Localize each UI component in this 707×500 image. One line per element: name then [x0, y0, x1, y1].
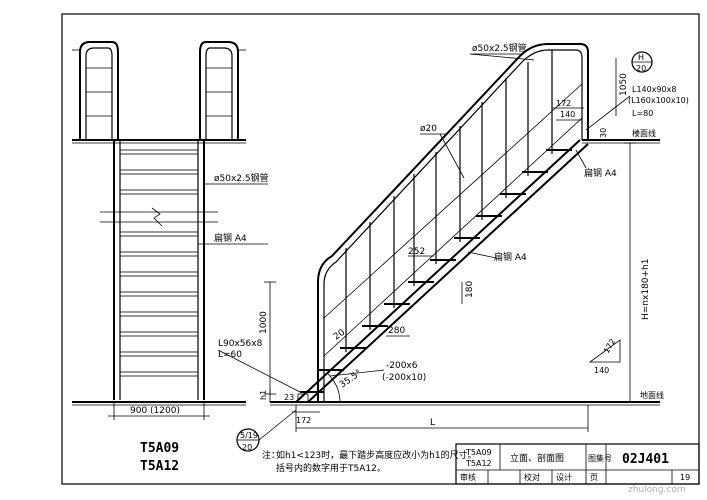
detail-bottom-1: 5/19: [240, 431, 258, 440]
notes-line-1: 如h1<123时，最下踏步高度应改小为h1的尺寸。: [276, 449, 477, 461]
h1-label: h1: [259, 390, 268, 400]
right-treads: [300, 149, 572, 393]
right-balusters: [345, 50, 553, 352]
bottom-172: 172: [296, 416, 311, 425]
left-ladder-view: 900 (1200) ø50x2.5钢管 扁钢 A4 T5A09 T5A12: [72, 41, 269, 474]
flat-steel-a4: 扁钢 A4: [494, 251, 527, 263]
tb-atlas-number: 02J401: [622, 452, 669, 467]
flat-plate-l1: -200x6: [386, 361, 418, 371]
tb-code-1: T5A09: [465, 448, 492, 457]
handrail-pipe-label: ø50x2.5钢管: [472, 42, 527, 54]
tb-atlas-label: 图集号: [588, 453, 612, 463]
floor-top-label: 楼面线: [632, 128, 656, 138]
top-172: 172: [556, 99, 571, 108]
slope-140: 140: [594, 366, 609, 375]
left-code-2: T5A12: [140, 459, 179, 474]
dim-20: 20: [332, 328, 347, 343]
top-angle-l2: (L160x100x10): [628, 96, 689, 105]
notes-prefix: 注：: [262, 449, 280, 461]
flat-steel-a4-right: 扁钢 A4: [584, 167, 617, 179]
sheet-border: [61, 13, 700, 485]
tb-code-2: T5A12: [465, 459, 492, 468]
left-code-1: T5A09: [140, 441, 179, 456]
length-L: L: [430, 418, 435, 428]
detail-bottom-2: 20: [242, 443, 252, 452]
top-angle-l1: L140x90x8: [632, 85, 676, 94]
detail-top-2: 20: [636, 64, 646, 73]
top-1050: 1050: [619, 73, 629, 96]
tb-sig-3: 设计: [556, 472, 572, 482]
top-30: 30: [599, 128, 608, 138]
watermark: zhulong.com: [628, 485, 686, 495]
tb-sig-1: 审核: [460, 472, 476, 482]
left-flat-steel-label: 扁钢 A4: [214, 232, 247, 244]
title-block: T5A09 T5A12 立面、剖面图 图集号 02J401 审核 校对 设计 页…: [455, 443, 700, 485]
tb-page-label: 页: [590, 473, 598, 482]
top-140: 140: [560, 110, 575, 119]
going-label: 280: [388, 326, 405, 336]
flat-plate-l2: (-200x10): [382, 373, 426, 383]
top-angle-l3: L=80: [632, 109, 653, 118]
detail-top-1: H: [638, 53, 644, 62]
tb-page-number: 19: [680, 473, 690, 482]
bottom-angle-l2: L=60: [218, 350, 242, 360]
left-pipe-label: ø50x2.5钢管: [214, 172, 269, 184]
floor-bottom-label: 地面线: [640, 390, 664, 400]
bar-label: ø20: [420, 124, 437, 134]
bottom-angle-l1: L90x56x8: [218, 339, 263, 349]
notes-line-2: 括号内的数字用于T5A12。: [276, 462, 386, 474]
tb-title: 立面、剖面图: [510, 452, 564, 464]
dim-23: 23: [284, 393, 294, 402]
right-stair-section: 楼面线 地面线: [217, 42, 689, 452]
tread-width: 252: [408, 247, 425, 257]
left-width-label: 900 (1200): [130, 406, 180, 416]
slope-172: 172: [602, 337, 617, 355]
riser-height: 180: [465, 281, 475, 298]
height-formula: H=nx180+h1: [641, 259, 651, 321]
notes: 注： 如h1<123时，最下踏步高度应改小为h1的尺寸。 括号内的数字用于T5A…: [262, 449, 477, 474]
rail-height: 1000: [259, 311, 269, 334]
left-treads: [119, 149, 199, 377]
tb-sig-2: 校对: [524, 472, 540, 482]
